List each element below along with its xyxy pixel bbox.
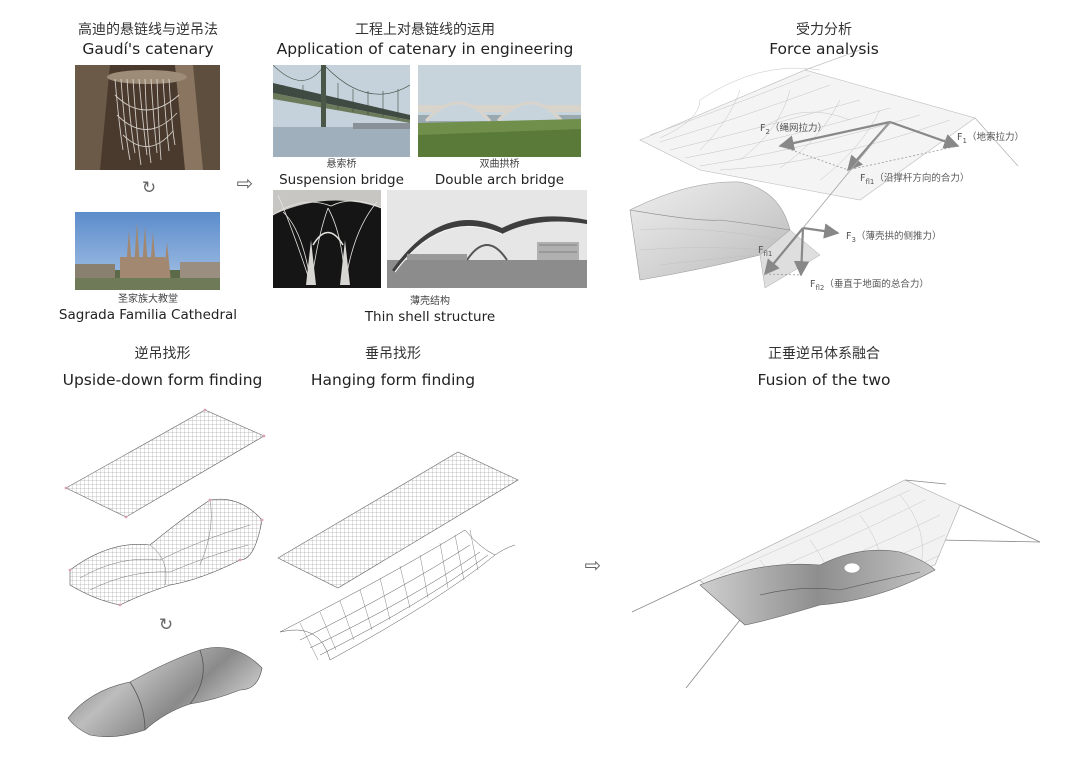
force-fb1-text: （沿撑杆方向的合力） [874,173,970,184]
force-title-zh: 受力分析 [796,22,852,38]
thin-shell-caption: 薄壳结构 Thin shell structure [330,296,530,325]
double-arch-caption: 双曲拱桥 Double arch bridge [418,159,581,188]
upside-title-zh: 逆吊找形 [134,346,191,362]
double-arch-bridge-photo [418,65,581,157]
suspension-caption: 悬索桥 Suspension bridge [273,159,410,188]
gaudi-title-zh: 高迪的悬链线与逆吊法 [78,22,218,38]
force-title-en: Force analysis [769,39,879,58]
thin-shell-caption-zh: 薄壳结构 [410,296,450,307]
application-title-zh: 工程上对悬链线的运用 [355,22,495,38]
hanging-title: 垂吊找形 Hanging form finding [298,346,488,390]
fusion-shell-surface [699,549,936,626]
double-arch-caption-en: Double arch bridge [434,171,565,188]
force-fb1-symbol: F [860,173,866,184]
thin-shell-caption-en: Thin shell structure [364,308,496,325]
rotate-icon-bottom: ↻ [158,615,174,635]
force-f1-sub: 1 [962,136,967,145]
application-title: 工程上对悬链线的运用 Application of catenary in en… [265,22,585,59]
sagrada-familia-photo [75,212,220,290]
force-fb1b-sub: fl1 [763,249,773,258]
force-label-fb1b: Ffl1 [758,245,772,258]
upside-deformed-mesh [69,498,263,606]
fusion-title-zh: 正垂逆吊体系融合 [768,346,880,362]
suspension-bridge-photo [273,65,410,157]
force-label-fb1: Ffl1（沿撑杆方向的合力） [860,170,969,186]
suspension-caption-zh: 悬索桥 [326,159,357,170]
thin-shell-canopy-photo [387,190,587,288]
upside-title-en: Upside-down form finding [62,370,263,389]
fusion-roof-net [699,479,961,626]
gaudi-hanging-model-photo [75,65,220,170]
upside-flat-grid [65,409,265,518]
force-f2-text: （绳网拉力） [769,123,827,134]
force-f3-symbol: F [846,231,852,242]
force-f2-sub: 2 [765,127,770,136]
force-label-f2: F2（绳网拉力） [760,120,827,136]
sagrada-caption-en: Sagrada Familia Cathedral [58,306,238,323]
force-f3-sub: 3 [851,235,856,244]
force-fb1-sub: fl1 [865,177,875,186]
upside-title: 逆吊找形 Upside-down form finding [50,346,275,390]
hanging-title-en: Hanging form finding [310,370,476,389]
force-fb2-symbol: F [810,279,816,290]
force-f3-text: （薄壳拱的侧推力） [855,231,942,242]
fusion-title-en: Fusion of the two [757,370,891,389]
force-fb2-text: （垂直于地面的总合力） [824,279,929,290]
force-f1-symbol: F [957,132,963,143]
upside-solid-form [67,647,263,737]
force-label-f1: F1（地索拉力） [957,129,1024,145]
hanging-title-zh: 垂吊找形 [365,346,421,362]
thin-shell-interior-photo [273,190,381,288]
force-lower-shell [629,181,821,289]
application-title-en: Application of catenary in engineering [276,39,574,58]
fusion-opening [843,562,861,574]
rotate-icon-top: ↻ [141,178,157,198]
double-arch-caption-zh: 双曲拱桥 [479,159,520,170]
force-label-fb2: Ffl2（垂直于地面的总合力） [810,276,929,292]
hanging-flat-grid [277,451,519,589]
gaudi-title-en: Gaudí's catenary [82,39,214,58]
suspension-caption-en: Suspension bridge [279,171,404,188]
flow-arrow-icon-bottom: ⇨ [584,553,602,577]
flow-arrow-icon-top: ⇨ [236,171,254,195]
sagrada-caption: 圣家族大教堂 Sagrada Familia Cathedral [48,294,248,323]
force-arrows [764,120,960,277]
force-fb2-sub: fl2 [815,283,825,292]
force-title: 受力分析 Force analysis [744,22,904,59]
force-fb1b-symbol: F [758,245,764,256]
force-f1-text: （地索拉力） [966,132,1024,143]
fusion-title: 正垂逆吊体系融合 Fusion of the two [734,346,914,390]
force-f2-symbol: F [760,123,766,134]
hanging-catenary-mesh [279,529,516,661]
gaudi-title: 高迪的悬链线与逆吊法 Gaudí's catenary [48,22,248,59]
force-label-f3: F3（薄壳拱的侧推力） [846,228,941,244]
sagrada-caption-zh: 圣家族大教堂 [118,294,178,305]
